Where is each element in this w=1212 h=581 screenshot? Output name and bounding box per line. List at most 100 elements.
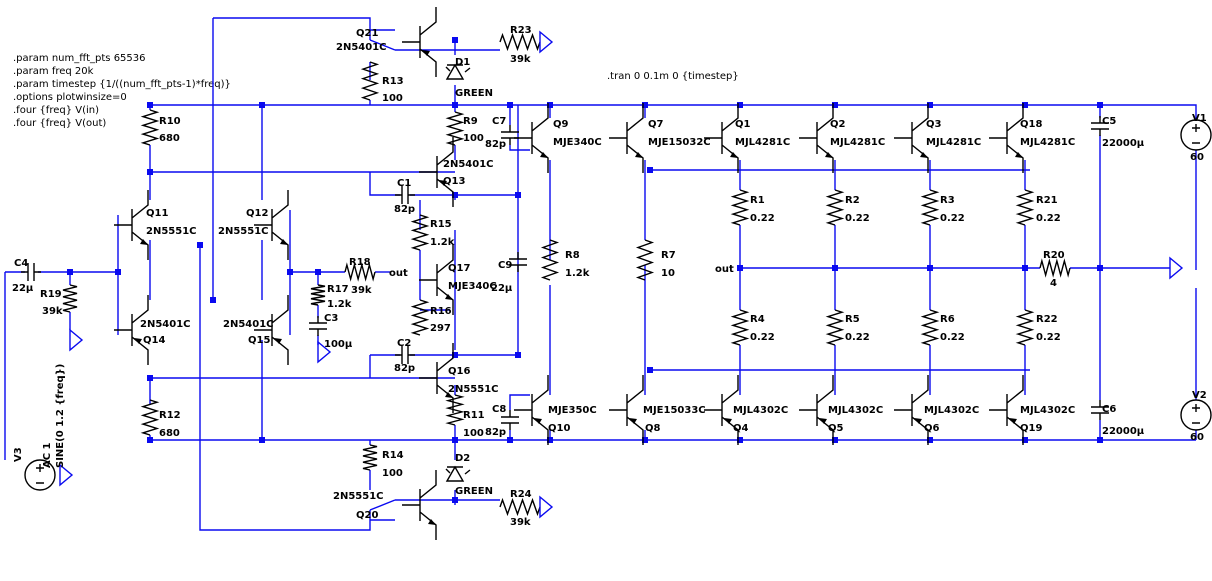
q8-ref: Q8 (645, 423, 661, 434)
c1-ref: C1 (397, 178, 411, 189)
r23-value: 39k (510, 54, 531, 65)
v3-source (24, 459, 56, 491)
q12-transistor (254, 190, 289, 260)
tran-directive: .tran 0 0.1m 0 {timestep} (607, 71, 739, 82)
v3-ac: AC 1 (42, 442, 53, 468)
r22-ref: R22 (1036, 314, 1058, 325)
c7-value: 82p (485, 139, 506, 150)
q2-transistor (799, 103, 834, 173)
c1-capacitor (395, 186, 415, 204)
v3-ground-icon (59, 463, 74, 487)
r19-ref: R19 (40, 289, 62, 300)
q15-transistor (254, 295, 289, 365)
q9-model: MJE340C (553, 137, 602, 148)
q10-transistor (514, 375, 549, 445)
r9-ref: R9 (463, 116, 478, 127)
r5-resistor (825, 309, 845, 346)
q12-ref: Q12 (246, 208, 268, 219)
q10-ref: Q10 (548, 423, 570, 434)
r15-resistor (410, 214, 430, 251)
q5-transistor (799, 375, 834, 445)
r19-value: 39k (42, 306, 63, 317)
r16-ref: R16 (430, 306, 452, 317)
r5-value: 0.22 (845, 332, 870, 343)
q2-ref: Q2 (830, 119, 846, 130)
q18-model: MJL4281C (1020, 137, 1075, 148)
c5-value: 22000µ (1102, 138, 1145, 149)
q18-ref: Q18 (1020, 119, 1042, 130)
r1-ref: R1 (750, 195, 765, 206)
r6-ref: R6 (940, 314, 955, 325)
q8-transistor (609, 375, 644, 445)
net-label-out-bus: out (715, 264, 734, 275)
r10-resistor (140, 109, 160, 146)
r5-ref: R5 (845, 314, 860, 325)
c6-ref: C6 (1102, 404, 1116, 415)
q11-transistor (114, 190, 149, 260)
r19-resistor (62, 284, 78, 313)
c6-value: 22000µ (1102, 426, 1145, 437)
d2-value: GREEN (455, 486, 493, 497)
q16-transistor (419, 343, 454, 413)
r23-ref: R23 (510, 25, 532, 36)
q21-model: 2N5401C (336, 42, 387, 53)
r16-resistor (410, 299, 430, 336)
c4-capacitor (21, 263, 41, 281)
r14-ref: R14 (382, 450, 404, 461)
q11-ref: Q11 (146, 208, 168, 219)
r1-value: 0.22 (750, 213, 775, 224)
r3-resistor (920, 189, 940, 226)
r18-resistor (344, 262, 376, 282)
r12-value: 680 (159, 428, 180, 439)
r3-value: 0.22 (940, 213, 965, 224)
q4-model: MJL4302C (733, 405, 788, 416)
q20-transistor (402, 470, 437, 540)
r4-ref: R4 (750, 314, 765, 325)
r17-resistor (310, 284, 326, 306)
c2-ref: C2 (397, 338, 411, 349)
q16-ref: Q16 (448, 366, 470, 377)
directive-1: .param num_fft_pts 65536 (13, 53, 146, 64)
r17-ref: R17 (327, 284, 349, 295)
q5-ref: Q5 (828, 423, 844, 434)
r7-value: 10 (661, 268, 675, 279)
r19-ground-icon (69, 328, 84, 352)
q6-transistor (894, 375, 929, 445)
q17-transistor (419, 245, 454, 315)
q20-ref: Q20 (356, 510, 378, 521)
q7-ref: Q7 (648, 119, 664, 130)
q2-model: MJL4281C (830, 137, 885, 148)
q21-transistor (402, 7, 437, 77)
r21-resistor (1015, 189, 1035, 226)
d1-ref: D1 (455, 57, 470, 68)
r4-resistor (730, 309, 750, 346)
q19-ref: Q19 (1020, 423, 1042, 434)
r9-resistor (445, 111, 465, 146)
c2-capacitor (395, 346, 415, 364)
r15-value: 1.2k (430, 237, 455, 248)
r22-resistor (1015, 309, 1035, 346)
q7-model: MJE15032C (648, 137, 711, 148)
q14-ref: Q14 (143, 335, 165, 346)
r14-resistor (362, 444, 378, 471)
r13-resistor (360, 61, 380, 101)
r9-value: 100 (463, 133, 484, 144)
q16-model: 2N5551C (448, 384, 499, 395)
q3-model: MJL4281C (926, 137, 981, 148)
v3-ref: V3 (13, 447, 24, 462)
r4-value: 0.22 (750, 332, 775, 343)
r2-resistor (825, 189, 845, 226)
r6-value: 0.22 (940, 332, 965, 343)
q13-transistor (419, 137, 454, 207)
q3-ref: Q3 (926, 119, 942, 130)
q20-model: 2N5551C (333, 491, 384, 502)
c3-ground-icon (317, 340, 332, 364)
q4-ref: Q4 (733, 423, 749, 434)
d2-ref: D2 (455, 453, 470, 464)
v1-value: 60 (1190, 152, 1204, 163)
output-terminal-icon (1169, 256, 1184, 280)
directive-2: .param freq 20k (13, 66, 94, 77)
r23-ground-icon (539, 30, 554, 54)
c9-value: 22µ (491, 283, 513, 294)
